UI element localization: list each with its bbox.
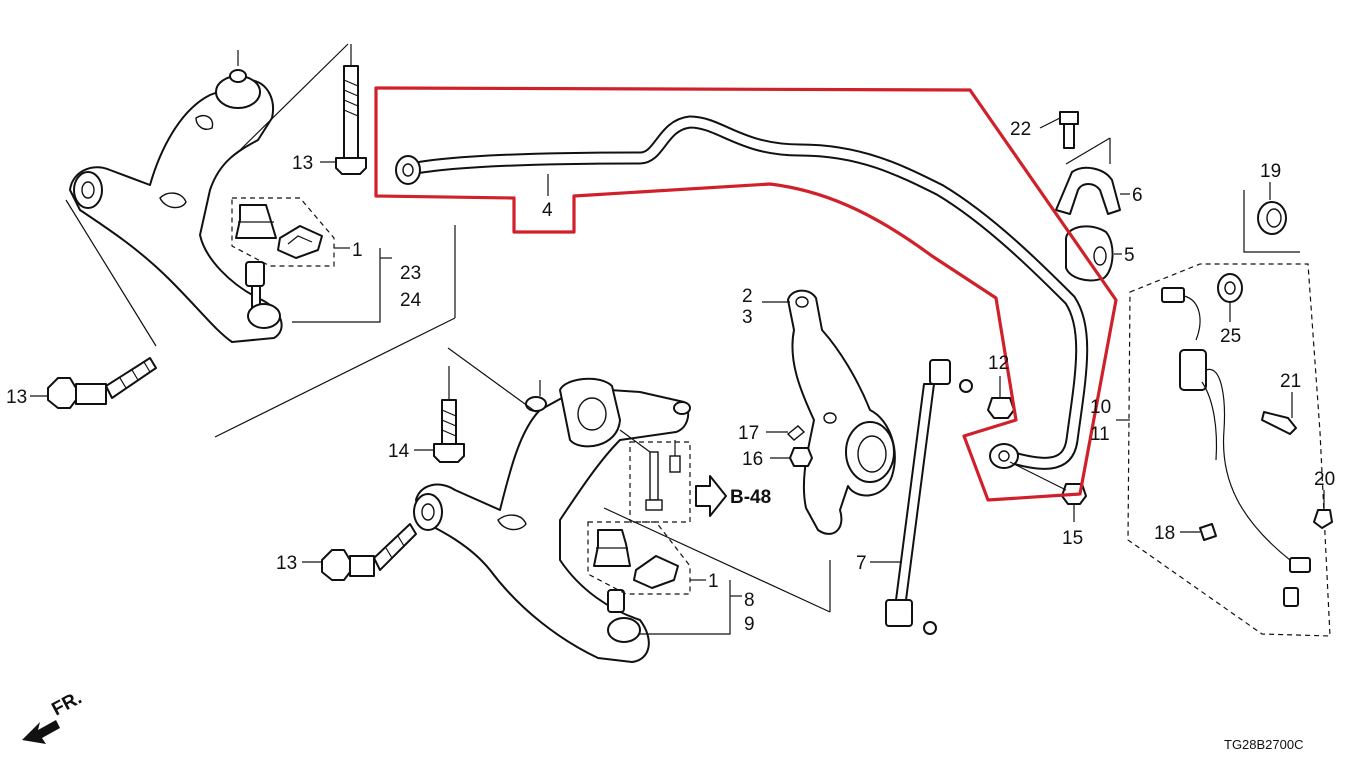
callout-5[interactable]: 5 — [1124, 245, 1135, 266]
clip-18[interactable] — [1199, 523, 1217, 541]
callout-23[interactable]: 23 — [400, 263, 421, 284]
callout-3[interactable]: 3 — [742, 307, 753, 328]
callout-9[interactable]: 9 — [744, 614, 755, 635]
reference-label: B-48 — [730, 487, 771, 508]
bolt-13-lower[interactable] — [321, 523, 417, 581]
stabilizer-highlight-outline — [374, 86, 1118, 502]
callout-1-lower[interactable]: 1 — [708, 571, 719, 592]
bolt-14[interactable] — [433, 399, 465, 463]
cotter-pin-17[interactable] — [786, 425, 806, 441]
bolt-21[interactable] — [1261, 411, 1297, 435]
callout-18[interactable]: 18 — [1154, 523, 1175, 544]
callout-7[interactable]: 7 — [856, 553, 867, 574]
callout-25[interactable]: 25 — [1220, 326, 1241, 347]
callout-1-upper[interactable]: 1 — [352, 240, 363, 261]
lower-arm-center[interactable] — [413, 377, 691, 663]
front-label: FR. — [48, 688, 85, 721]
boot-kit-upper[interactable] — [235, 204, 323, 259]
knuckle-bolts[interactable] — [645, 440, 681, 511]
nut-16[interactable] — [789, 447, 813, 467]
grommet-25[interactable] — [1217, 273, 1243, 303]
callout-24[interactable]: 24 — [400, 290, 422, 311]
callout-4[interactable]: 4 — [542, 200, 553, 221]
bolt-22[interactable] — [1059, 111, 1079, 149]
front-arrow-icon — [22, 720, 60, 744]
callout-16[interactable]: 16 — [742, 449, 763, 470]
callout-13-left[interactable]: 13 — [6, 387, 27, 408]
callout-19[interactable]: 19 — [1260, 161, 1281, 182]
callout-6[interactable]: 6 — [1132, 185, 1143, 206]
front-direction-indicator: FR. — [22, 688, 85, 744]
diagram-code: TG28B2700C — [1224, 737, 1304, 752]
bolt-13-left[interactable] — [47, 357, 157, 409]
holder-6[interactable] — [1055, 166, 1121, 215]
callout-20[interactable]: 20 — [1314, 469, 1335, 490]
callout-10[interactable]: 10 — [1090, 397, 1111, 418]
stabilizer-link-7[interactable] — [885, 359, 973, 635]
callout-11[interactable]: 11 — [1090, 424, 1110, 445]
callout-2[interactable]: 2 — [742, 286, 753, 307]
callout-15[interactable]: 15 — [1062, 528, 1083, 549]
speed-sensor[interactable] — [1161, 287, 1311, 607]
nut-12[interactable] — [987, 397, 1015, 419]
reference-arrow[interactable]: B-48 — [695, 475, 771, 517]
callout-14[interactable]: 14 — [388, 441, 410, 462]
callout-13-upper[interactable]: 13 — [292, 153, 313, 174]
bolt-13-upper[interactable] — [335, 65, 367, 175]
callout-22[interactable]: 22 — [1010, 119, 1031, 140]
callout-13-lower[interactable]: 13 — [276, 553, 297, 574]
callout-21[interactable]: 21 — [1280, 371, 1301, 392]
stabilizer-bar-4[interactable] — [395, 115, 1089, 470]
callout-17[interactable]: 17 — [738, 423, 759, 444]
bolt-20[interactable] — [1313, 509, 1333, 529]
lower-arm-upper-left[interactable] — [69, 69, 283, 343]
bushing-5[interactable] — [1065, 225, 1114, 282]
callout-12[interactable]: 12 — [988, 353, 1009, 374]
seal-19[interactable] — [1257, 201, 1287, 235]
steering-knuckle[interactable] — [787, 289, 896, 535]
callout-8[interactable]: 8 — [744, 590, 755, 611]
boot-kit-lower[interactable] — [593, 529, 679, 589]
